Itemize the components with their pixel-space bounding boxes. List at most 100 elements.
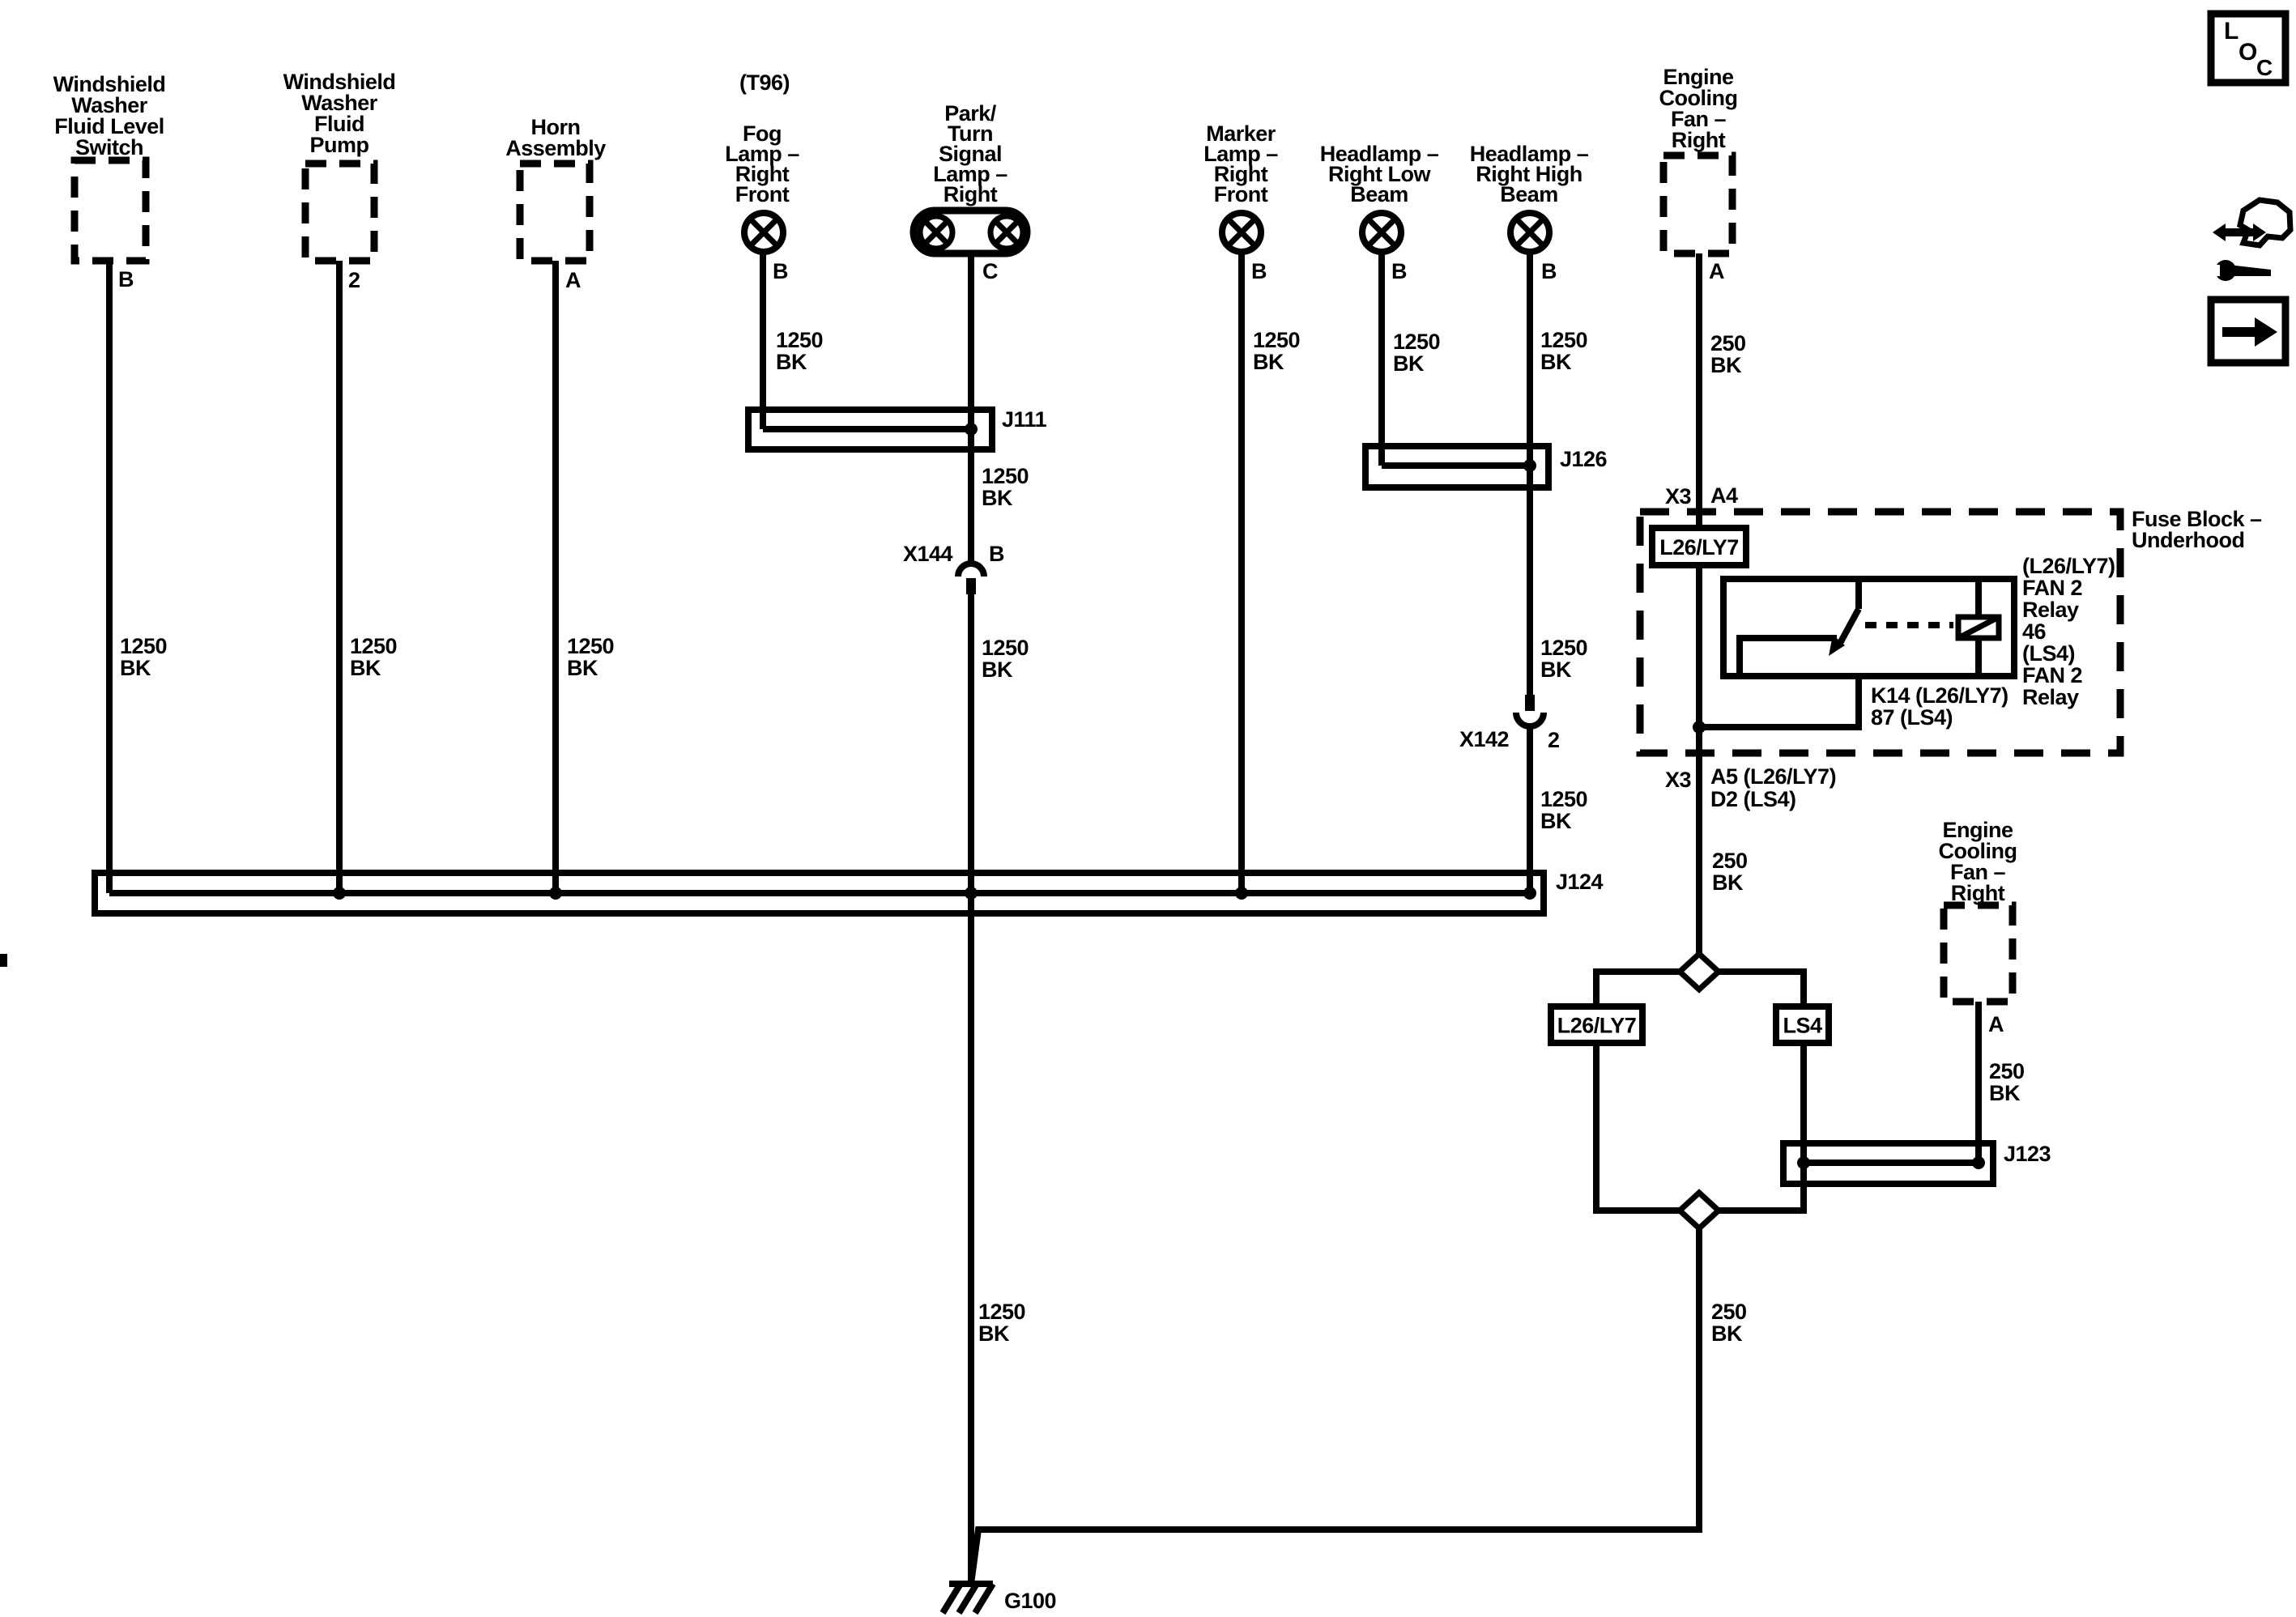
wire-gauge-label: 1250 (120, 634, 167, 658)
component-label: Lamp – (933, 162, 1007, 186)
component-label: Fluid (314, 112, 364, 136)
ground-hatch (939, 1581, 964, 1615)
relay-name-label: (LS4) (2022, 641, 2075, 666)
wire (968, 1228, 1702, 1585)
next-arrow-head (2255, 317, 2277, 347)
engine-code-box (1649, 525, 1749, 568)
wire-gauge-label: 250 (1712, 849, 1748, 873)
pin-label: A4 (1710, 483, 1738, 508)
pin-label: 2 (1548, 728, 1560, 752)
component-label: Engine (1942, 818, 2013, 842)
wrench-jaw-notch (2208, 265, 2220, 276)
pin-label: 2 (348, 268, 360, 292)
component-label: Fan – (1671, 107, 1727, 131)
pin-label: A (1988, 1012, 2004, 1036)
wire-gauge-label: BK (1540, 657, 1572, 682)
junction-dot (1972, 1156, 1985, 1169)
connector-label-X142: X142 (1459, 727, 1509, 751)
loc-icon[interactable] (2207, 10, 2290, 87)
junction-dot (1693, 721, 1706, 734)
double-arrow-icon[interactable] (2213, 223, 2266, 241)
option-code-label: (T96) (739, 70, 790, 95)
pin-label: B (118, 267, 134, 291)
wire (1593, 968, 1680, 1006)
component-label: Cooling (1659, 86, 1738, 110)
wire (1719, 968, 1807, 1006)
splice-label-J111: J111 (1002, 407, 1047, 432)
car-section-icon[interactable] (2237, 197, 2294, 249)
connector-label-X144: X144 (903, 542, 953, 566)
connector-pin-bar-X144 (966, 578, 976, 594)
wire-gauge-label: BK (1253, 350, 1284, 374)
component-label: Fan – (1950, 860, 2006, 884)
pin-label: A (565, 268, 581, 292)
wire-gauge-label: 1250 (567, 634, 614, 658)
wire-gauge-label: BK (350, 656, 381, 680)
wire (1699, 676, 1862, 730)
pin-label: B (1391, 259, 1407, 283)
component-label: Lamp – (725, 142, 799, 166)
pin-label: X3 (1665, 484, 1692, 509)
lamp-circle (987, 213, 1026, 252)
wire-gauge-label: BK (120, 656, 151, 680)
component-label: Headlamp – (1320, 142, 1439, 166)
engine-cooling-fan-right-1-box (1659, 151, 1736, 257)
next-arrow-shaft (2222, 327, 2255, 337)
component-label: Lamp – (1203, 142, 1278, 166)
wire-gauge-label: 1250 (982, 636, 1029, 660)
wire-gauge-label: BK (982, 657, 1013, 682)
wire-gauge-label: BK (1540, 350, 1572, 374)
component-label: Engine (1663, 65, 1733, 89)
splice-box-J126 (1362, 443, 1552, 491)
pin-label: X3 (1665, 768, 1692, 792)
relay-switch-arrowhead (1829, 635, 1845, 656)
engine-code-label: L26/LY7 (1557, 1014, 1637, 1038)
lamp-x (922, 219, 950, 246)
wire-gauge-label: BK (1712, 870, 1744, 895)
relay-pin-label: K14 (L26/LY7) (1871, 683, 2008, 708)
junction-dot (1235, 887, 1248, 900)
lamp-x (1365, 216, 1398, 249)
component-label: Right High (1476, 162, 1582, 186)
wire-gauge-label: 250 (1710, 331, 1746, 355)
junction-dot (965, 423, 978, 436)
wire (1719, 1043, 1807, 1214)
wire-gauge-label: 1250 (978, 1300, 1025, 1324)
next-arrow-icon[interactable] (2207, 296, 2290, 367)
pin-label: D2 (LS4) (1710, 787, 1796, 811)
component-label: Pump (309, 133, 368, 157)
lamp-x (1514, 216, 1546, 249)
wire-gauge-label: 1250 (1540, 636, 1587, 660)
connector-pin-bar-X142 (1525, 695, 1535, 711)
relay-name-label: FAN 2 (2022, 576, 2082, 600)
pin-label: B (1251, 259, 1267, 283)
wire-gauge-label: 1250 (1393, 330, 1440, 354)
wire (1593, 1043, 1680, 1214)
windshield-washer-fluid-level-switch-box (70, 156, 150, 265)
relay-name-label: Relay (2022, 598, 2079, 622)
junction-dot (1523, 459, 1536, 472)
ground-hatch (956, 1581, 980, 1615)
loc-letter: C (2256, 55, 2273, 80)
component-label: Switch (75, 135, 143, 160)
component-label: Horn (531, 115, 581, 139)
relay-name-label: Relay (2022, 685, 2079, 709)
diamond-split-icon (1675, 950, 1723, 994)
component-label: Right (1214, 162, 1268, 186)
lamp-circle (917, 213, 956, 252)
wire-gauge-label: BK (982, 486, 1013, 510)
splice-label-J126: J126 (1560, 447, 1608, 471)
component-label: Windshield (283, 70, 396, 94)
wire-gauge-label: BK (1393, 351, 1425, 376)
pin-label: A (1709, 259, 1724, 283)
engine-code-box (1548, 1003, 1646, 1046)
inline-connector-icon-X144 (955, 560, 987, 577)
wire-gauge-label: 1250 (1540, 787, 1587, 811)
pin-label: B (773, 259, 788, 283)
component-label: Signal (939, 142, 1002, 166)
relay-contact (1835, 607, 1862, 648)
wire-gauge-label: BK (1989, 1081, 2021, 1105)
pin-label: B (1541, 259, 1557, 283)
diamond-split-icon (1675, 1189, 1723, 1232)
coil-diagonal (1957, 614, 2000, 641)
